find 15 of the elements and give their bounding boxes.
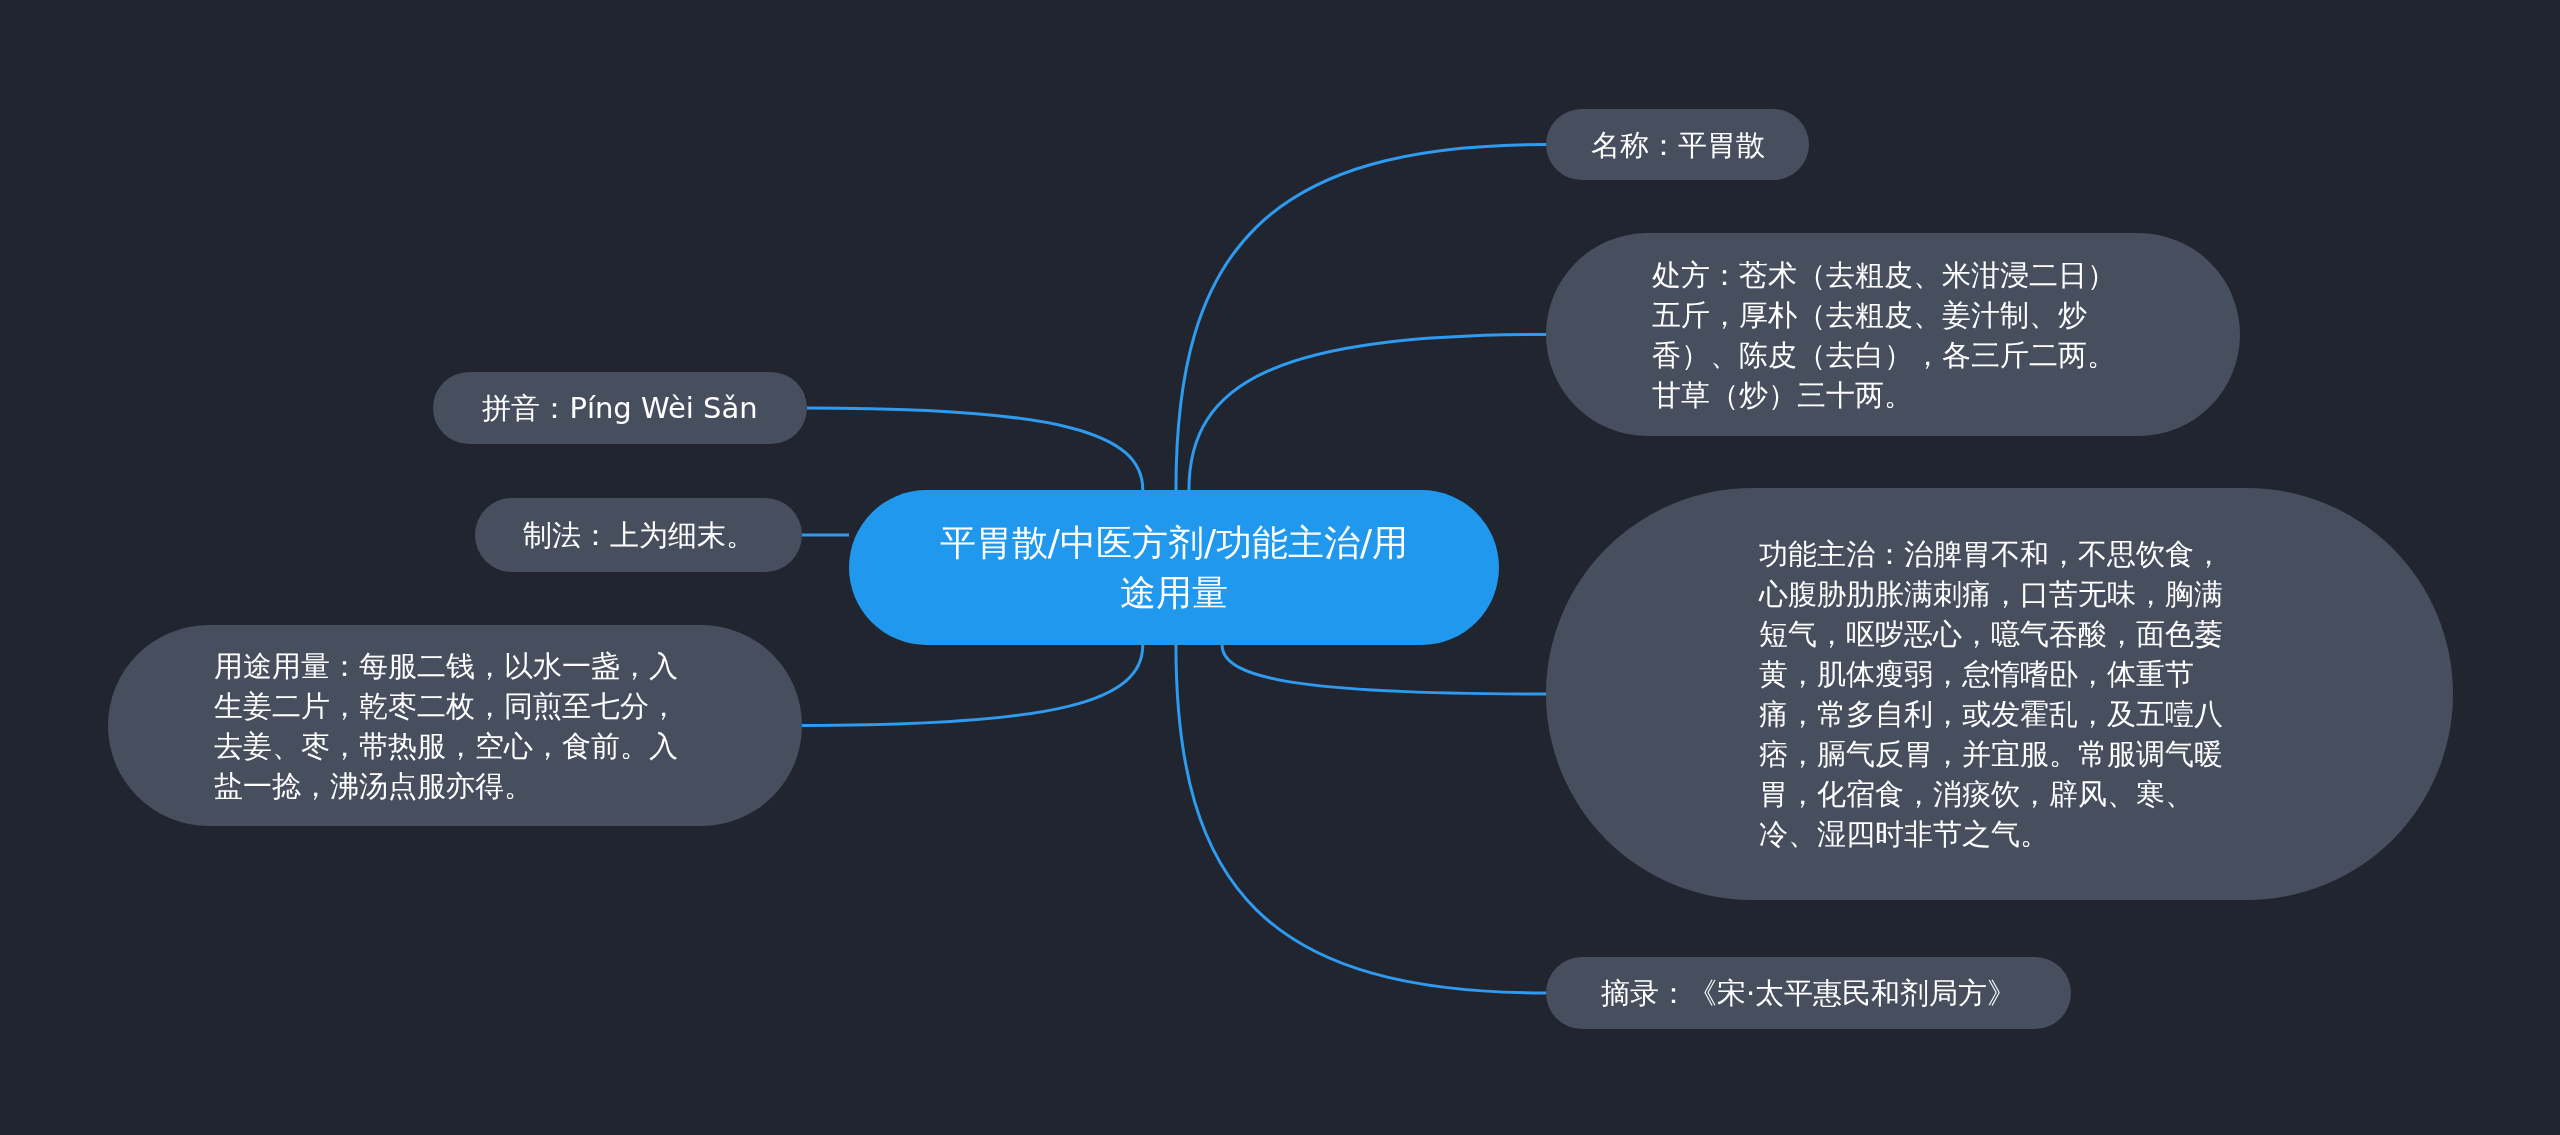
topic-title: 平胃散/中医方剂/功能主治/用途用量	[939, 520, 1409, 615]
connector-line	[802, 644, 1145, 727]
connector-line	[1174, 143, 1547, 491]
connector-line	[1174, 644, 1547, 995]
connector-line	[1187, 333, 1547, 491]
connector-line	[1220, 644, 1546, 696]
connector-line	[802, 533, 849, 537]
topic-text: 处方：苍术（去粗皮、米泔浸二日）五斤，厚朴（去粗皮、姜汁制、炒香）、陈皮（去白），各三斤二两。甘草（炒）三十两。	[1652, 256, 2117, 414]
topic-text: 用途用量：每服二钱，以水一盏，入生姜二片，乾枣二枚，同煎至七分，去姜、枣，带热服，空心，食前。入盐一捻，沸汤点服亦得。	[214, 647, 679, 805]
connector-line	[807, 406, 1145, 491]
topic-text: 摘录：《宋·太平惠民和剂局方》	[1600, 975, 2017, 1012]
topic-text: 制法：上为细末。	[522, 517, 755, 554]
topic-text: 功能主治：治脾胃不和，不思饮食，心腹胁肋胀满刺痛，口苦无味，胸满短气，呕哕恶心，噫气吞酸，面色萎黄，肌体瘦弱，怠惰嗜卧，体重节痛，常多自利，或发霍乱，及五噎八痞，膈气反胃，并宜服。常服调气暖胃，化宿食，消痰饮，辟风、寒、冷、湿四时非节之气。	[1758, 536, 2224, 853]
topic-text: 名称：平胃散	[1590, 126, 1765, 164]
topic-text: 拼音：Píng Wèi Sǎn	[482, 390, 758, 427]
